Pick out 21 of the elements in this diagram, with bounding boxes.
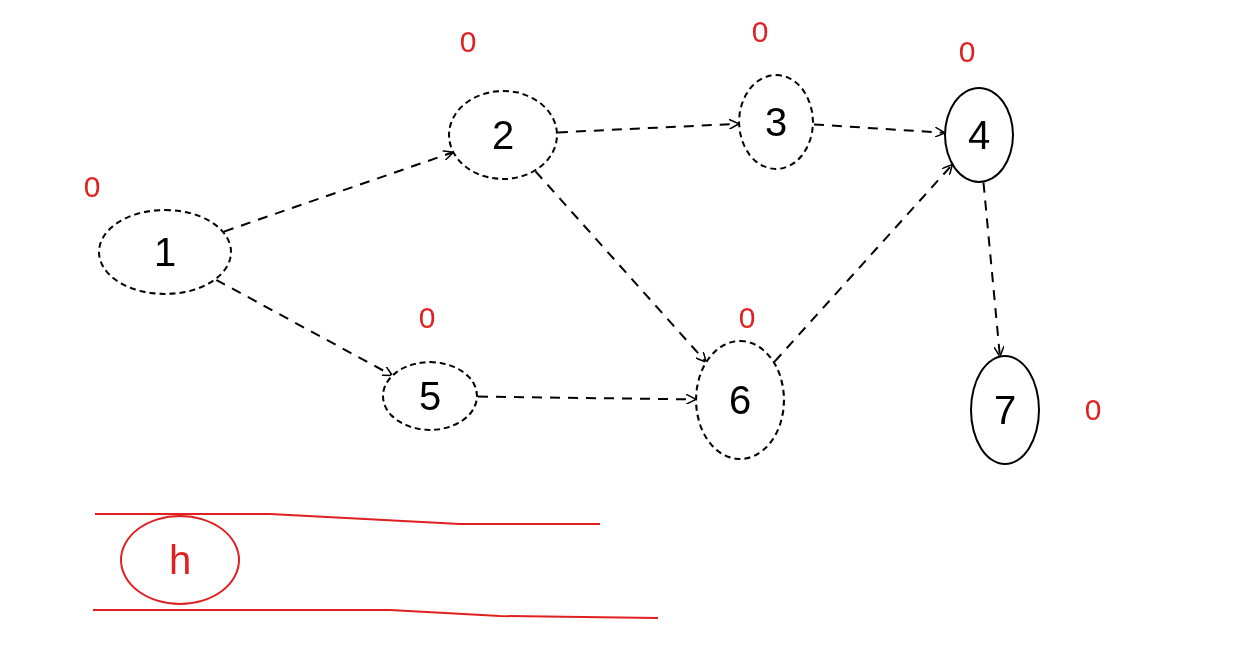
node-label: 1 (153, 232, 177, 272)
arrow (477, 393, 697, 406)
count-label: 0 (751, 17, 769, 47)
count-label: 0 (83, 172, 101, 202)
node-label: 4 (967, 115, 991, 155)
arrow (812, 123, 946, 138)
node-label: 6 (728, 380, 752, 420)
node-label: 5 (418, 376, 442, 416)
count-label: 0 (958, 37, 976, 67)
node-label: 7 (993, 390, 1017, 430)
count-label: 0 (418, 303, 436, 333)
arrow (982, 181, 1005, 358)
node-label: 3 (764, 102, 788, 142)
count-label: 0 (738, 303, 756, 333)
count-label: 0 (1084, 395, 1102, 425)
count-label: 0 (459, 27, 477, 57)
arrow (534, 170, 707, 363)
node-label: h (168, 540, 192, 580)
node-label: 2 (491, 115, 515, 155)
arrow (556, 118, 740, 134)
arrow (215, 278, 394, 377)
